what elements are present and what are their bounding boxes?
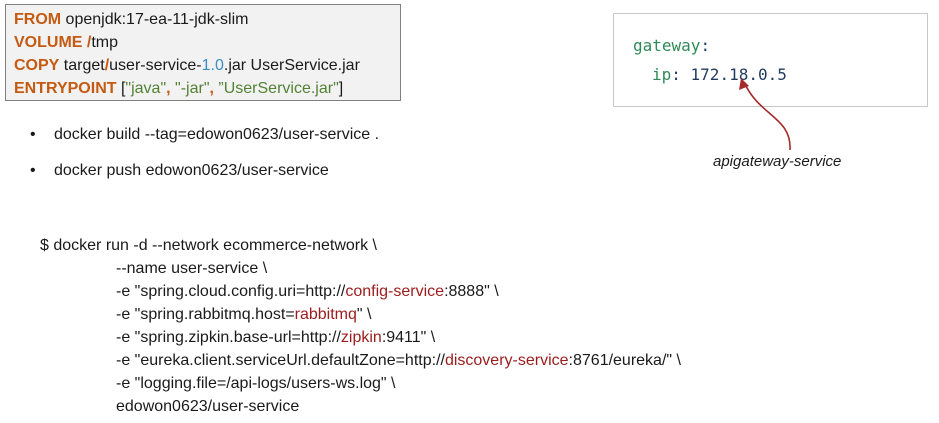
cmd-line-1: $ docker run -d --network ecommerce-netw…: [40, 237, 377, 254]
dockerfile-line-entrypoint: ENTRYPOINT ["java", "-jar", ”UserService…: [14, 80, 344, 97]
dockerfile-line-volume: VOLUME /tmp: [14, 34, 119, 51]
ip-value: 172.18.0.5: [680, 65, 787, 84]
dockerfile-box: FROM openjdk:17-ea-11-jdk-slim VOLUME /t…: [5, 4, 401, 101]
yaml-ip-line: ip: 172.18.0.5: [652, 65, 787, 84]
cmd-line-4: -e "spring.rabbitmq.host=rabbitmq" \: [116, 306, 372, 323]
command-bullet-list: docker build --tag=edowon0623/user-servi…: [30, 124, 379, 196]
dockerfile-line-copy: COPY target/user-service-1.0.jar UserSer…: [14, 57, 360, 74]
cmd-line-5: -e "spring.zipkin.base-url=http://zipkin…: [116, 329, 436, 346]
docker-run-command: $ docker run -d --network ecommerce-netw…: [40, 234, 681, 418]
cmd-line-2: --name user-service \: [116, 260, 268, 277]
dockerfile-line-from: FROM openjdk:17-ea-11-jdk-slim: [14, 11, 249, 28]
apigateway-caption: apigateway-service: [713, 153, 842, 170]
yaml-config-box: gateway: ip: 172.18.0.5: [613, 13, 928, 107]
cmd-line-8: edowon0623/user-service: [116, 398, 300, 415]
cmd-line-6: -e "eureka.client.serviceUrl.defaultZone…: [116, 352, 681, 369]
yaml-gateway-line: gateway:: [633, 36, 711, 55]
cmd-line-7: -e "logging.file=/api-logs/users-ws.log"…: [116, 375, 396, 392]
bullet-docker-build: docker build --tag=edowon0623/user-servi…: [30, 124, 379, 160]
bullet-docker-push: docker push edowon0623/user-service: [30, 160, 379, 196]
cmd-line-3: -e "spring.cloud.config.uri=http://confi…: [116, 283, 499, 300]
